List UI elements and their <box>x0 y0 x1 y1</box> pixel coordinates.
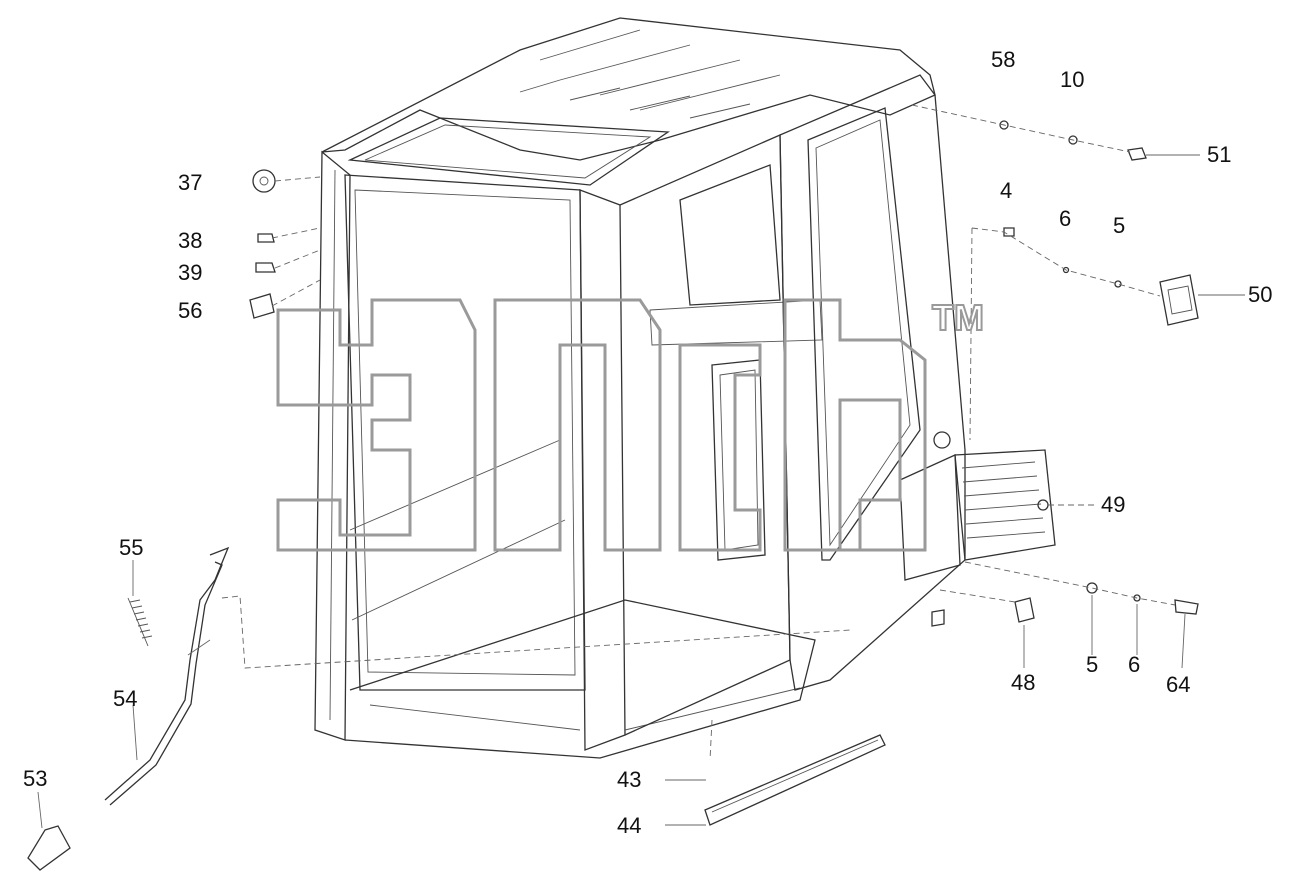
callout-50: 50 <box>1248 282 1272 307</box>
callout-38: 38 <box>178 228 202 253</box>
callout-48: 48 <box>1011 670 1035 695</box>
callout-49: 49 <box>1101 492 1125 517</box>
leader-lines <box>37 104 1245 829</box>
switch-part <box>1159 274 1199 326</box>
callout-39: 39 <box>178 260 202 285</box>
callout-6-lower: 6 <box>1128 652 1140 677</box>
callout-5-lower: 5 <box>1086 652 1098 677</box>
callout-53: 53 <box>23 766 47 791</box>
callout-5-upper: 5 <box>1113 213 1125 238</box>
cab-frame <box>314 17 966 759</box>
callout-54: 54 <box>113 686 137 711</box>
callout-55: 55 <box>119 535 143 560</box>
callout-51: 51 <box>1207 142 1231 167</box>
sill-strip <box>704 734 886 826</box>
callout-labels: 37 38 39 56 58 10 51 4 6 5 50 49 48 5 6 … <box>23 47 1272 838</box>
right-small-parts <box>931 120 1199 627</box>
callout-6-upper: 6 <box>1059 206 1071 231</box>
callout-64: 64 <box>1166 672 1190 697</box>
vent-cover <box>954 449 1056 561</box>
left-small-parts <box>249 169 276 319</box>
trademark-mark: TM <box>932 297 984 338</box>
callout-10: 10 <box>1060 67 1084 92</box>
callout-44: 44 <box>617 813 641 838</box>
lever-assembly <box>27 546 230 871</box>
callout-37: 37 <box>178 170 202 195</box>
watermark: TM <box>276 296 985 552</box>
callout-4: 4 <box>1000 178 1012 203</box>
callout-58: 58 <box>991 47 1015 72</box>
callout-43: 43 <box>617 767 641 792</box>
callout-56: 56 <box>178 298 202 323</box>
